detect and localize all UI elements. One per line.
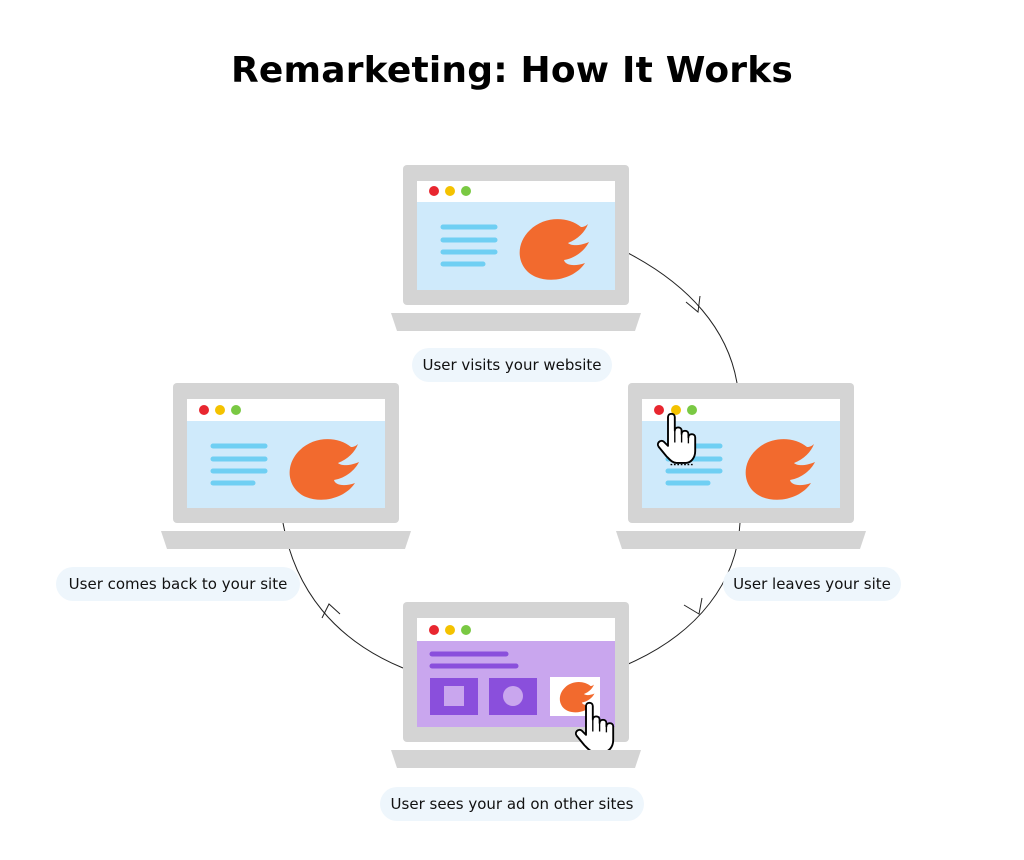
laptop-leave — [616, 383, 866, 549]
window-minimize-dot — [671, 405, 681, 415]
step-label-ad: User sees your ad on other sites — [380, 787, 644, 821]
arrow-chevron-icon — [321, 603, 341, 619]
window-close-dot — [199, 405, 209, 415]
text-lines — [440, 224, 498, 267]
window-minimize-dot — [215, 405, 225, 415]
arrow-chevron-icon — [685, 295, 701, 313]
window-minimize-dot — [445, 625, 455, 635]
laptop-base — [391, 313, 641, 331]
step-label-leave: User leaves your site — [723, 567, 901, 601]
laptop-base — [391, 750, 641, 768]
window-maximize-dot — [687, 405, 697, 415]
step-label-visit: User visits your website — [412, 348, 612, 382]
text-lines — [429, 651, 519, 669]
window-close-dot — [429, 186, 439, 196]
window-maximize-dot — [231, 405, 241, 415]
laptop-base — [616, 531, 866, 549]
window-maximize-dot — [461, 186, 471, 196]
page-title: Remarketing: How It Works — [230, 50, 794, 91]
window-close-dot — [429, 625, 439, 635]
window-minimize-dot — [445, 186, 455, 196]
window-close-dot — [654, 405, 664, 415]
window-maximize-dot — [461, 625, 471, 635]
cycle-arc-top-right — [625, 251, 738, 384]
laptop-visit — [391, 165, 641, 331]
laptop-ad — [391, 602, 641, 768]
text-lines — [210, 443, 268, 486]
laptop-back — [161, 383, 411, 549]
laptop-base — [161, 531, 411, 549]
arrow-chevron-icon — [683, 597, 703, 615]
step-label-back: User comes back to your site — [56, 567, 300, 601]
